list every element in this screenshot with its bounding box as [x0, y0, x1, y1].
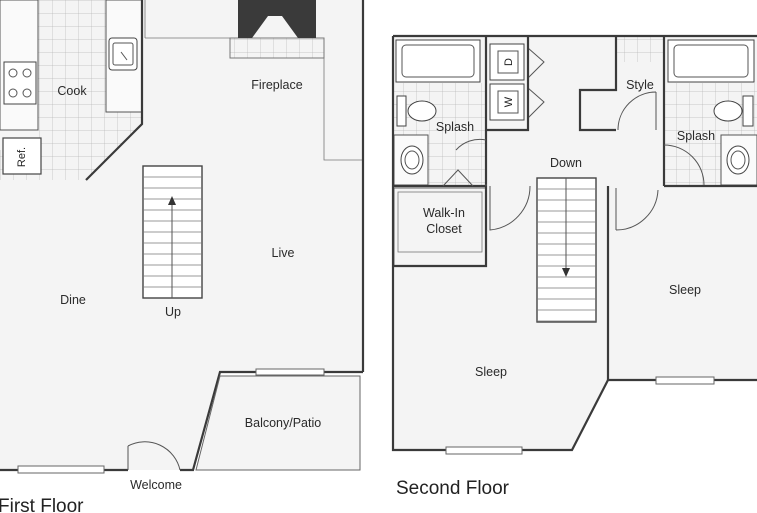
room-label-dine: Dine: [60, 293, 86, 307]
stairs-label-down: Down: [550, 156, 582, 170]
style-tile: [616, 36, 664, 62]
door-closet-icon: [485, 184, 531, 231]
dryer-label: D: [503, 58, 515, 66]
bathtub-right-icon: [667, 39, 755, 83]
room-label-balcony: Balcony/Patio: [245, 416, 321, 430]
room-label-sleep-right: Sleep: [669, 283, 701, 297]
door-bath-left-icon: [455, 138, 487, 151]
floor-label-first: First Floor: [0, 496, 84, 513]
vanity-right-icon: [720, 134, 757, 186]
room-label-walkin-line2: Closet: [426, 222, 462, 236]
vanity-left-icon: [393, 134, 429, 186]
refrigerator: [2, 137, 42, 175]
washer-label: W: [503, 96, 515, 107]
room-label-splash-left: Splash: [436, 120, 474, 134]
window-balcony: [255, 368, 325, 376]
room-label-splash-right: Splash: [677, 129, 715, 143]
window-sleep-right: [655, 376, 715, 385]
bathtub-left-icon: [395, 39, 481, 83]
kitchen-sink-icon: [108, 37, 138, 71]
toilet-right-icon: [713, 95, 754, 127]
second-floor-interior-walls: [394, 36, 757, 380]
fireplace-hearth: [229, 37, 325, 59]
closet-door-icon: [442, 169, 474, 187]
room-label-live: Live: [272, 246, 295, 260]
balcony-area: [195, 375, 361, 471]
stairs-label-up: Up: [165, 305, 181, 319]
window-dine: [17, 465, 105, 474]
room-label-style: Style: [626, 78, 654, 92]
door-bath-right-icon: [663, 144, 705, 186]
stairs-down: [536, 177, 597, 323]
stairs-down-arrow-icon: [562, 268, 570, 277]
washer-icon: [489, 83, 545, 121]
dryer-icon: [489, 43, 545, 81]
room-label-welcome: Welcome: [130, 478, 182, 492]
stairs-up: [142, 165, 203, 299]
fireplace-icon: [238, 0, 316, 38]
toilet-left-icon: [396, 95, 437, 127]
room-label-walkin-line1: Walk-In: [423, 206, 465, 220]
kitchen-wall: [85, 0, 144, 181]
first-floor: Ref. Cook Fireplace Dine Live Up Balcony…: [0, 0, 365, 513]
walkin-closet-shelf: [397, 191, 483, 253]
refrigerator-label: Ref.: [16, 147, 28, 167]
fireplace-wall-line: [145, 37, 363, 161]
stairs-up-arrow-icon: [168, 196, 176, 205]
stove-icon: [3, 61, 37, 105]
window-sleep-left: [445, 446, 523, 455]
door-style-icon: [617, 91, 657, 131]
room-label-cook: Cook: [57, 84, 87, 98]
entry-door-icon: [127, 441, 181, 471]
floor-label-second: Second Floor: [396, 478, 510, 499]
room-label-sleep-left: Sleep: [475, 365, 507, 379]
room-label-fireplace: Fireplace: [251, 78, 302, 92]
door-sleep-right-icon: [615, 188, 659, 231]
second-floor: D W Splash Splash: [391, 34, 757, 499]
